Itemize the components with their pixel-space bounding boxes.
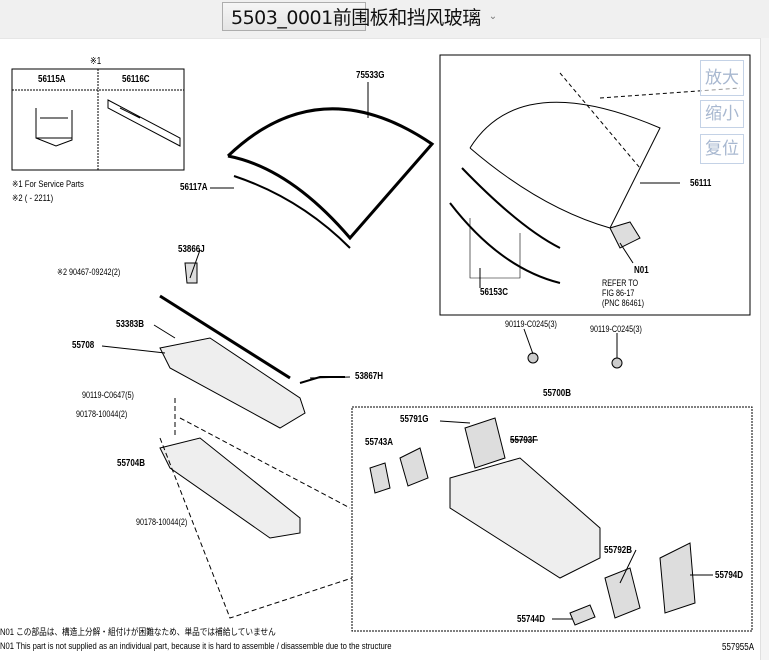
part-label[interactable]: 55791G: [400, 414, 429, 425]
legend-part-56115A: 56115A: [38, 74, 66, 85]
parts-diagram: ※1 56115A 56116C ※1 For Service Parts ※2…: [0, 38, 760, 660]
diagram-select-value: 5503_0001前围板和挡风玻璃: [231, 7, 481, 29]
part-label[interactable]: 55708: [72, 340, 95, 351]
vertical-scrollbar[interactable]: [760, 38, 769, 660]
chevron-down-icon: ⌄: [488, 11, 498, 22]
part-label[interactable]: 56111: [690, 178, 712, 189]
reset-button[interactable]: 复位: [700, 134, 744, 164]
zoom-in-button[interactable]: 放大: [700, 60, 744, 96]
part-label[interactable]: 53383B: [116, 319, 145, 330]
part-label[interactable]: 90119-C0245(3): [505, 319, 557, 329]
footnote-jp: N01 この部品は、構造上分解・組付けが困難なため、単品では補給していません: [0, 627, 276, 637]
diagram-select[interactable]: 5503_0001前围板和挡风玻璃 ⌄: [222, 2, 497, 31]
part-label[interactable]: 55704B: [117, 458, 146, 469]
refer-text[interactable]: FIG 86-17: [602, 288, 635, 298]
part-label[interactable]: 56153C: [480, 287, 509, 298]
footnote-en: N01 This part is not supplied as an indi…: [0, 641, 392, 651]
part-label[interactable]: 75533G: [356, 70, 385, 81]
refer-text: (PNC 86461): [602, 298, 645, 308]
diagram-drawing: [11, 54, 753, 632]
refer-text: REFER TO: [602, 278, 639, 288]
part-label[interactable]: 55700B: [543, 388, 572, 399]
toolbar: 5503_0001前围板和挡风玻璃 ⌄: [0, 0, 769, 39]
legend-note-2: ※2 ( - 2211): [12, 193, 54, 203]
part-label[interactable]: 90119-C0245(3): [590, 324, 642, 334]
legend-note-service-parts: ※1 For Service Parts: [12, 179, 84, 189]
zoom-out-button[interactable]: 缩小: [700, 100, 744, 128]
legend-mark: ※1: [90, 56, 102, 67]
part-label[interactable]: 90119-C0647(5): [82, 390, 134, 400]
part-label[interactable]: 55794D: [715, 570, 744, 581]
part-label[interactable]: 55792B: [604, 545, 633, 556]
part-label[interactable]: 56117A: [180, 182, 208, 193]
part-label[interactable]: 90178-10044(2): [76, 409, 128, 419]
part-label[interactable]: 55743A: [365, 437, 394, 448]
part-label[interactable]: 90178-10044(2): [136, 517, 188, 527]
legend-part-56116C: 56116C: [122, 74, 150, 85]
part-label[interactable]: 55744D: [517, 614, 546, 625]
drawing-number: 557955A: [722, 642, 755, 653]
part-label[interactable]: 53867H: [355, 371, 384, 382]
part-label[interactable]: N01: [634, 265, 649, 276]
part-label[interactable]: ※2 90467-09242(2): [57, 267, 121, 277]
part-label[interactable]: 55793F: [510, 435, 538, 446]
part-label[interactable]: 53866J: [178, 244, 205, 255]
